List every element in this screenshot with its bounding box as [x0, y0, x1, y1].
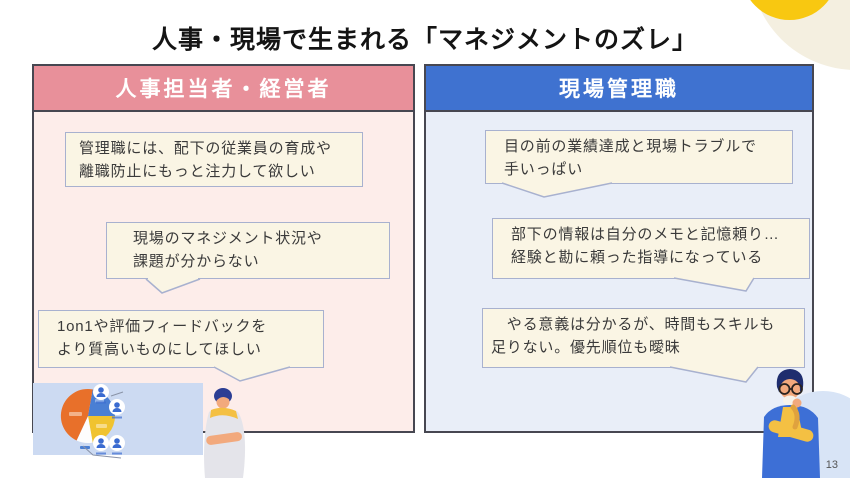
speech-bubble-tail — [669, 366, 759, 383]
speech-bubble-hr-3: 1on1や評価フィードバックを より質高いものにしてほしい — [38, 310, 324, 368]
page-number: 13 — [825, 459, 838, 471]
speech-bubble-tail — [673, 277, 755, 292]
speech-bubble-field-1: 目の前の業績達成と現場トラブルで 手いっぱい — [485, 130, 793, 184]
pie-chart — [60, 388, 116, 449]
person-icons — [93, 384, 125, 455]
speech-bubble-tail — [145, 278, 201, 294]
slide-title: 人事・現場で生まれる「マネジメントのズレ」 — [151, 26, 698, 54]
speech-bubble-field-2: 部下の情報は自分のメモと記憶頼り… 経験と勘に頼った指導になっている — [492, 218, 810, 279]
presenter-person — [204, 388, 246, 478]
panel-hr-executives: 人事担当者・経営者 管理職には、配下の従業員の育成や 離職防止にもっと注力して欲… — [32, 64, 415, 445]
panel-field-header: 現場管理職 — [426, 66, 812, 112]
manager-person — [762, 369, 820, 478]
presenter-illustration — [33, 383, 246, 478]
speech-bubble-hr-2: 現場のマネジメント状況や 課題が分からない — [106, 222, 390, 279]
speech-bubble-hr-1: 管理職には、配下の従業員の育成や 離職防止にもっと注力して欲しい — [65, 132, 363, 187]
speech-bubble-tail — [501, 182, 613, 198]
panel-hr-header: 人事担当者・経営者 — [34, 66, 413, 112]
thinking-manager-illustration — [762, 369, 850, 478]
panel-field-managers: 現場管理職 目の前の業績達成と現場トラブルで 手いっぱい 部下の情報は自分のメモ… — [424, 64, 814, 433]
speech-bubble-field-3: やる意義は分かるが、時間もスキルも 足りない。優先順位も曖昧 — [482, 308, 805, 368]
people-pie-board — [33, 383, 203, 459]
glasses-icon — [778, 383, 803, 395]
speech-bubble-tail — [213, 366, 291, 382]
